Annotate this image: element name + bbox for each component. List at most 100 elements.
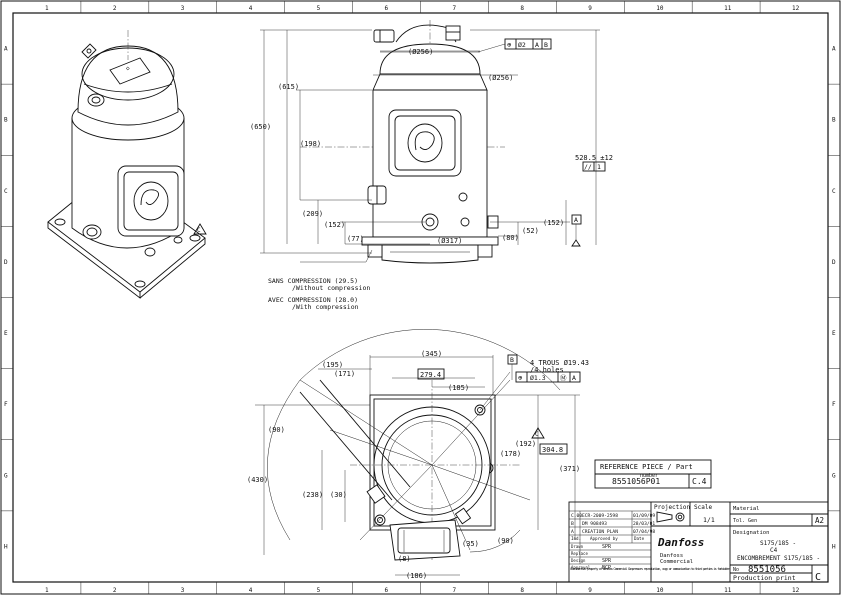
projection-label: Projection xyxy=(654,504,691,511)
row-label-G: G xyxy=(832,472,836,479)
dim-diameter-430: (430) xyxy=(247,476,268,484)
role-label: Replace xyxy=(571,551,588,556)
dim-35: (35) xyxy=(462,540,479,548)
dim-total-height: (650) xyxy=(250,123,271,131)
row-label-E: E xyxy=(4,330,8,337)
view-c-marker: C xyxy=(535,431,539,438)
row-label-F: F xyxy=(832,401,836,408)
production-print: Production print xyxy=(733,574,796,582)
dim-width-171: (171) xyxy=(334,370,355,378)
note-with-compression-fr: AVEC COMPRESSION (28.0) xyxy=(268,296,358,304)
sheet-size: A2 xyxy=(815,516,824,525)
column-label-4: 4 xyxy=(249,5,253,12)
dim-304: 304.8 xyxy=(542,446,563,454)
dim-width-195: (195) xyxy=(322,361,343,369)
row-label-G: G xyxy=(4,472,8,479)
row-label-F: F xyxy=(4,401,8,408)
dim-angle-90-left: (90) xyxy=(268,426,285,434)
isometric-view: ◇ C xyxy=(47,30,207,299)
reference-part-number: 8551056P01 xyxy=(612,477,660,486)
row-label-B: B xyxy=(832,117,836,124)
column-label-7: 7 xyxy=(452,587,456,594)
note-without-compression-en: /Without compression xyxy=(292,284,370,292)
dim-192: (192) xyxy=(515,440,536,448)
column-label-10: 10 xyxy=(656,5,664,12)
row-label-A: A xyxy=(832,46,836,53)
holes-datum: A xyxy=(572,374,576,382)
row-label-H: H xyxy=(832,543,836,550)
row-label-A: A xyxy=(4,46,8,53)
designation-line-1: S175/185 - xyxy=(760,540,796,547)
gdt-position-symbol: ⊕ xyxy=(507,41,512,49)
column-label-9: 9 xyxy=(588,587,592,594)
dim-186: (186) xyxy=(406,572,427,580)
revision-index: B xyxy=(571,521,574,527)
designation-label: Designation xyxy=(733,530,769,536)
brand-subline-1: Danfoss xyxy=(660,553,683,559)
role-label: Drawn xyxy=(571,544,584,549)
dim-height-615: (615) xyxy=(278,83,299,91)
scale-value: 1/1 xyxy=(703,516,715,524)
document-number: 8551056 xyxy=(748,565,786,575)
note-without-compression-fr: SANS COMPRESSION (29.5) xyxy=(268,277,358,285)
dim-30: (30) xyxy=(330,491,347,499)
dim-height-152-left: (152) xyxy=(324,221,345,229)
column-label-12: 12 xyxy=(792,5,800,12)
brand-subline-2: Commercial xyxy=(660,559,693,565)
gdt-datum-a: A xyxy=(535,41,539,49)
reference-revision: C.4 xyxy=(692,477,707,486)
column-label-10: 10 xyxy=(656,587,664,594)
column-label-11: 11 xyxy=(724,587,732,594)
dim-body-diameter: (Ø256) xyxy=(488,74,513,82)
column-label-5: 5 xyxy=(317,587,321,594)
holes-tolerance: Ø1.3 xyxy=(530,374,546,382)
dim-height-52: (52) xyxy=(522,227,539,235)
dim-diameter-317: (Ø317) xyxy=(437,237,462,245)
role-value: SPR xyxy=(602,558,612,564)
flatness-frame: // 1 xyxy=(582,161,606,172)
designation-line-2: C4 xyxy=(770,547,778,554)
rev-header-ind: Ind. xyxy=(571,536,581,541)
note-with-compression-en: /With compression xyxy=(292,303,359,311)
reference-title: REFERENCE PIECE / Part xyxy=(600,463,693,471)
no-label: No xyxy=(733,567,739,573)
column-label-1: 1 xyxy=(45,5,49,12)
material-label: Material xyxy=(733,506,760,512)
danfoss-logo: Danfoss xyxy=(657,536,704,549)
role-label: Design xyxy=(571,558,586,563)
datum-b-label: B xyxy=(510,356,514,364)
rev-header-date: Date xyxy=(634,536,645,541)
dim-height-152-right: (152) xyxy=(543,219,564,227)
holes-note-en: /4 holes xyxy=(530,366,564,374)
dim-238: (238) xyxy=(302,491,323,499)
dim-178: (178) xyxy=(500,450,521,458)
dim-8: (8) xyxy=(398,555,411,563)
projection-symbol-icon xyxy=(656,511,685,523)
dim-top-diameter: (Ø256) xyxy=(408,48,433,56)
gdt-datum-b: B xyxy=(544,41,548,49)
revision-index: A xyxy=(571,529,574,535)
dim-width-77: (77) xyxy=(347,235,364,243)
holes-position-symbol: ⊕ xyxy=(518,374,523,382)
svg-text:◇: ◇ xyxy=(126,65,130,72)
dim-height-209: (209) xyxy=(302,210,323,218)
revision-date: 07/04/98 xyxy=(633,529,655,535)
revision-change: ECR-2009-2598 xyxy=(582,513,618,519)
column-label-5: 5 xyxy=(317,5,321,12)
dim-height-198: (198) xyxy=(300,140,321,148)
reference-subtitle: number xyxy=(640,473,658,479)
column-label-8: 8 xyxy=(520,5,524,12)
datum-a-label: A xyxy=(574,216,578,224)
holes-gdt-frame: ⊕ Ø1.3 Ⓜ A xyxy=(515,371,581,383)
role-label: Approval xyxy=(571,565,591,570)
column-label-7: 7 xyxy=(452,5,456,12)
column-label-9: 9 xyxy=(588,5,592,12)
revision-index: C.00 xyxy=(571,513,582,519)
role-value: BCP xyxy=(602,565,611,571)
column-label-4: 4 xyxy=(249,587,253,594)
